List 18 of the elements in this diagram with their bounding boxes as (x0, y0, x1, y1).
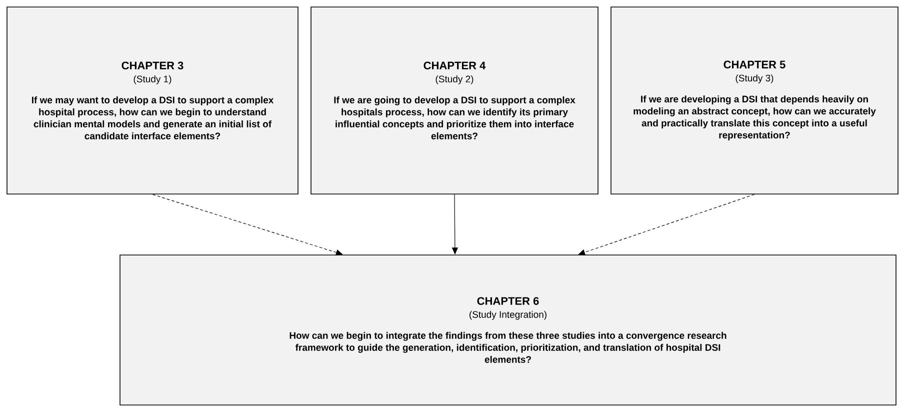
study-label: (Study Integration) (470, 310, 546, 320)
arrow (152, 194, 343, 256)
study-label: (Study 2) (436, 75, 474, 84)
research-question: How can we begin to integrate the findings from these three studies into a convergence research framework to guide the generation, identification, prioritization, and translation of hospital DSI elements? (290, 332, 726, 363)
research-question: If we may want to develop a DSI to support a complex hospital process, how can we begin to understand clinician mental models and generate an initial list of candidate interface elements? (32, 96, 274, 140)
chapter-heading: CHAPTER 6 (477, 297, 539, 305)
research-question: If we are developing a DSI that depends heavily on modeling an abstract concept, how can we accurately and practically translate this concept into a useful representation? (634, 95, 876, 140)
chapter-box (120, 254, 896, 406)
chapter-box (6, 6, 298, 194)
chapter-heading: CHAPTER 4 (424, 62, 486, 70)
chapter-heading: CHAPTER 3 (122, 62, 184, 70)
research-question: If we are going to develop a DSI to support a complex hospitals process, how can we identify its primary influential concepts and prioritize them into interface elements? (334, 96, 576, 140)
chapter-heading: CHAPTER 5 (724, 60, 786, 68)
chapter-box (310, 6, 598, 194)
study-label: (Study 3) (736, 74, 774, 84)
chapter-box (610, 6, 898, 194)
study-label: (Study 1) (134, 75, 172, 84)
arrow (578, 194, 755, 256)
